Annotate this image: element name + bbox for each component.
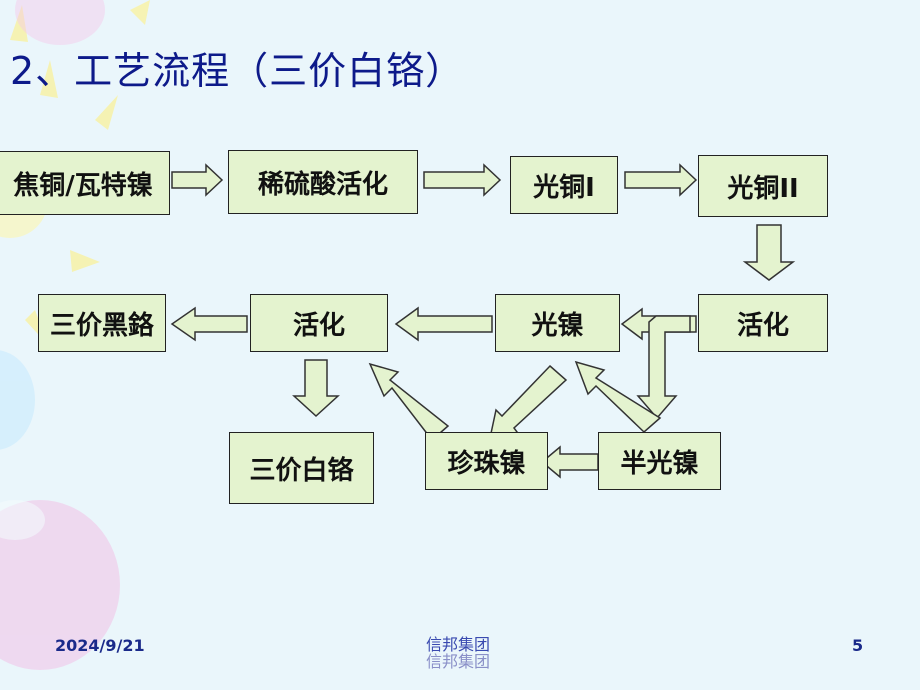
arrow-activation-to-black (170, 306, 248, 342)
node-bright-copper-2: 光铜II (698, 155, 828, 217)
arrow-nickel-to-pearl (489, 364, 568, 439)
node-semi-bright-nickel: 半光镍 (598, 432, 721, 490)
arrow-semi-bright-to-pearl (540, 445, 599, 479)
balloon-decoration (0, 0, 120, 670)
node-bright-copper-1: 光铜I (510, 156, 618, 214)
arrow-nickel-to-activation (394, 306, 493, 342)
footer-company-name: 信邦集团 (426, 635, 491, 654)
node-pyro-copper: 焦铜/瓦特镍 (0, 151, 170, 215)
arrow-activation-to-white (292, 359, 340, 418)
node-acid-activation: 稀硫酸活化 (228, 150, 418, 214)
node-trivalent-white: 三价白铬 (229, 432, 374, 504)
arrow-pearl-to-activation (368, 362, 450, 442)
arrow-acid-to-copper1 (423, 163, 502, 197)
node-activation-mid: 活化 (250, 294, 388, 352)
footer-company-shadow: 信邦集团 (426, 652, 491, 671)
node-activation-right: 活化 (698, 294, 828, 352)
node-pearl-nickel: 珍珠镍 (425, 432, 548, 490)
page-title: 2、工艺流程（三价白铬） (10, 49, 465, 93)
arrow-copper1-to-copper2 (624, 163, 698, 197)
footer-company: 信邦集团 信邦集团 (426, 636, 490, 670)
arrow-semi-bright-to-nickel (574, 360, 662, 434)
node-trivalent-black: 三价黑鉻 (38, 294, 166, 352)
footer-date: 2024/9/21 (55, 636, 145, 655)
node-bright-nickel: 光镍 (495, 294, 620, 352)
arrow-copper-to-acid (171, 163, 224, 197)
arrow-copper2-to-activation (742, 224, 796, 281)
page-number: 5 (852, 636, 864, 655)
